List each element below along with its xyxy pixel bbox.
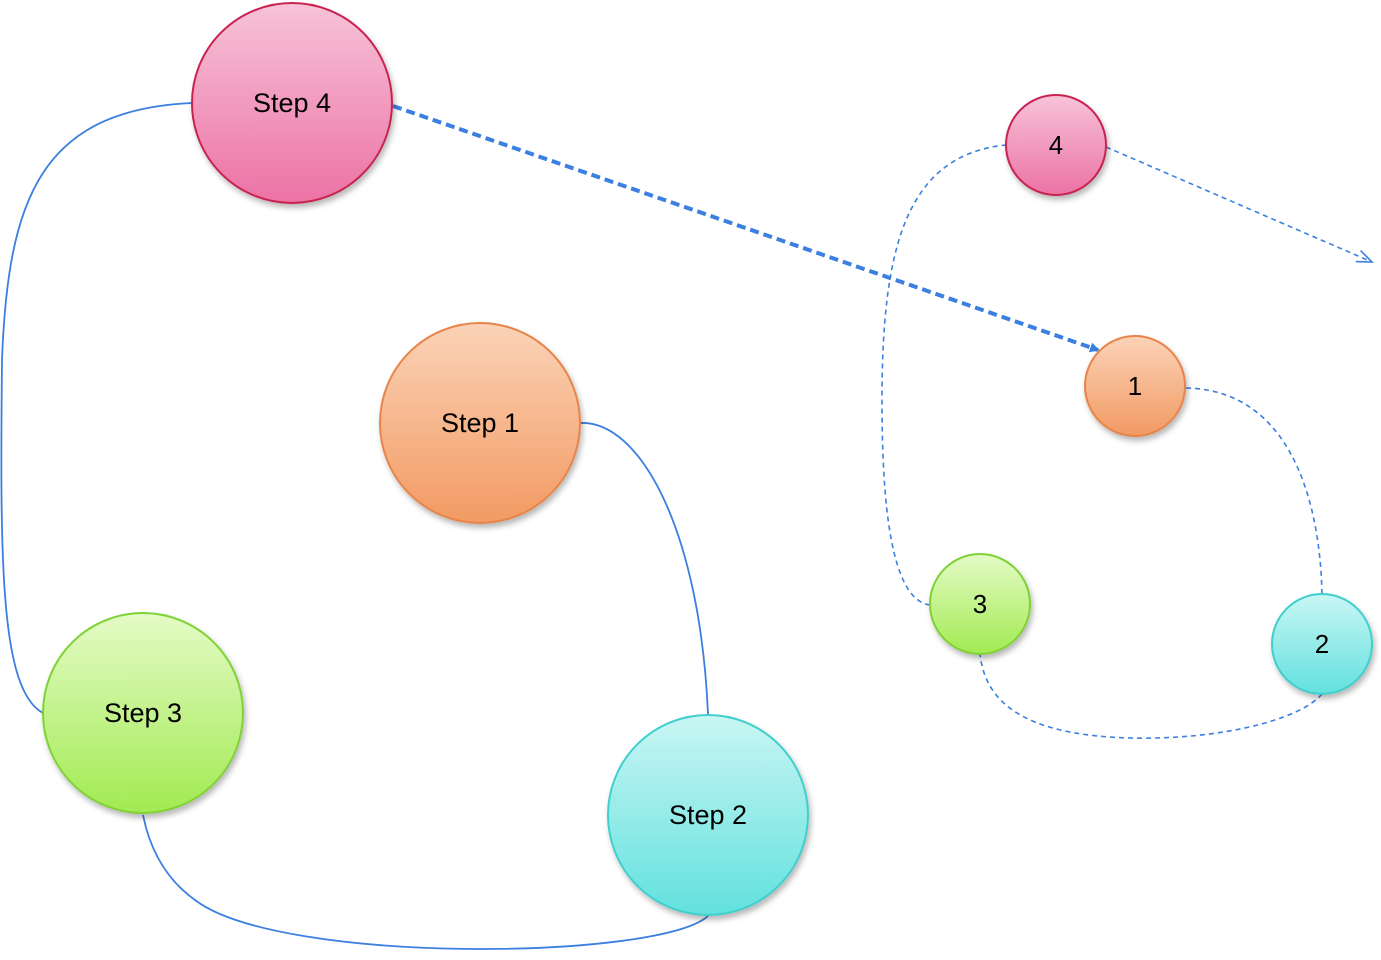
node-step-4-label: Step 4 (253, 88, 331, 118)
node-1-label: 1 (1128, 371, 1142, 401)
node-step-4: Step 4 (191, 2, 393, 204)
node-3: 3 (929, 553, 1031, 655)
node-1: 1 (1084, 335, 1186, 437)
node-3-label: 3 (973, 589, 987, 619)
node-step-2: Step 2 (607, 714, 809, 916)
transition-arrow-step4-to-1 (392, 104, 1100, 353)
node-4: 4 (1005, 94, 1107, 196)
connector-1-2 (1185, 387, 1323, 595)
node-2: 2 (1271, 593, 1373, 695)
connector-4-outgoing-arrow (1105, 146, 1372, 262)
node-4-label: 4 (1049, 130, 1063, 160)
connector-3-4 (881, 144, 1007, 606)
connector-step3-step4 (0, 102, 193, 714)
connector-step2-step3 (142, 814, 709, 950)
node-2-label: 2 (1315, 629, 1329, 659)
connector-2-3 (979, 653, 1323, 739)
node-step-2-label: Step 2 (669, 800, 747, 830)
connector-step1-step2 (579, 422, 709, 715)
node-step-1-label: Step 1 (441, 408, 519, 438)
node-step-3: Step 3 (42, 612, 244, 814)
node-step-3-label: Step 3 (104, 698, 182, 728)
node-step-1: Step 1 (379, 322, 581, 524)
